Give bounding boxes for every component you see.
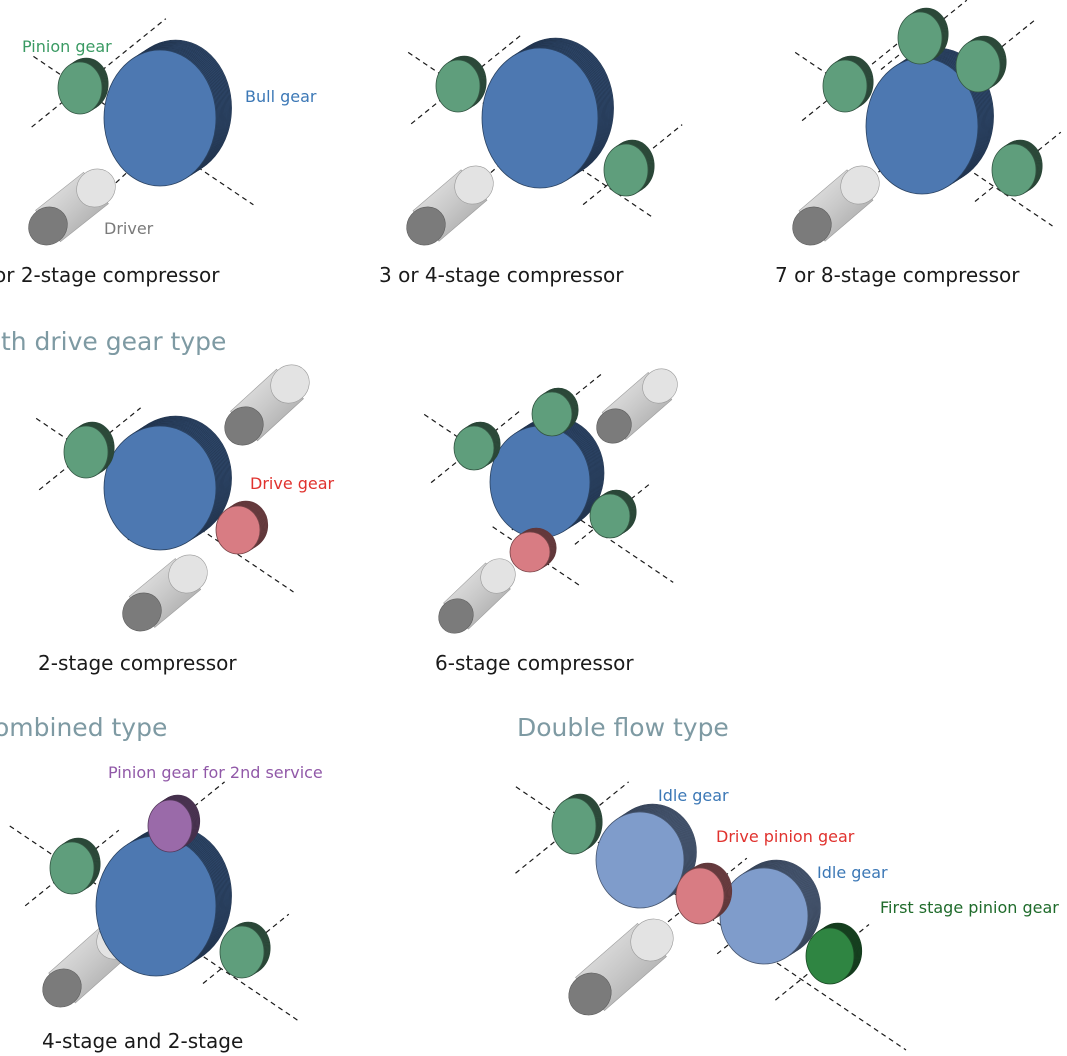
caption-3-4-stage: 3 or 4-stage compressor <box>379 263 624 287</box>
driver-cylinder-p3 <box>792 165 880 246</box>
shaft-line-p1-pinion <box>31 18 167 128</box>
section-title-combined: ombined type <box>0 713 167 742</box>
pinion-gear-p5-a <box>453 421 501 471</box>
label-pinion-gear-2nd-service: Pinion gear for 2nd service <box>108 763 323 782</box>
first-stage-pinion-gear-p7 <box>805 922 863 985</box>
caption-2-stage: 2-stage compressor <box>38 651 237 675</box>
idle-gear-p7-b <box>719 859 821 965</box>
label-first-stage-pinion-gear: First stage pinion gear <box>880 898 1059 917</box>
bull-gear-p1 <box>103 39 232 187</box>
pinion-gear-p6-b <box>219 921 271 979</box>
idle-gear-p7-a <box>595 803 697 909</box>
pinion-gear-p6-a <box>49 837 101 895</box>
driver-cylinder-p4-bottom <box>122 554 208 632</box>
driver-cylinder-p5-top <box>596 368 678 444</box>
caption-7-8-stage: 7 or 8-stage compressor <box>775 263 1020 287</box>
label-driver: Driver <box>104 219 154 238</box>
pinion-gear-p5-b <box>531 387 579 437</box>
section-title-double-flow: Double flow type <box>517 713 729 742</box>
drive-gear-p5 <box>509 527 557 573</box>
label-pinion-gear: Pinion gear <box>22 37 112 56</box>
driver-cylinder-p7 <box>568 918 674 1016</box>
caption-1-2-stage: or 2-stage compressor <box>0 263 220 287</box>
pinion-gear-p2-b <box>603 139 655 197</box>
caption-6-stage: 6-stage compressor <box>435 651 634 675</box>
bull-gear-p4 <box>103 415 232 551</box>
caption-4-and-2-stage: 4-stage and 2-stage <box>42 1029 243 1053</box>
label-drive-pinion-gear: Drive pinion gear <box>716 827 855 846</box>
bull-gear-p2 <box>481 37 614 189</box>
section-title-drive-gear: ith drive gear type <box>0 327 226 356</box>
label-bull-gear: Bull gear <box>245 87 317 106</box>
driver-cylinder-p4-top <box>224 364 310 446</box>
label-drive-gear: Drive gear <box>250 474 335 493</box>
pinion-gear-p5-c <box>589 489 637 539</box>
bull-gear-p6 <box>95 825 232 977</box>
label-idle-gear-1: Idle gear <box>658 786 729 805</box>
pinion-gear-p3-d <box>991 139 1043 197</box>
drive-pinion-gear-p7 <box>675 862 733 925</box>
drive-gear-p4 <box>215 500 269 555</box>
pinion-gear-p1 <box>57 57 109 115</box>
pinion-gear-p6-2nd-service <box>147 794 201 853</box>
pinion-gear-p3-c <box>955 35 1007 93</box>
driver-cylinder-p5-bottom <box>438 558 516 634</box>
pinion-gear-p3-b <box>897 7 949 65</box>
shaft-line-p6-pinion-a <box>24 829 120 907</box>
label-idle-gear-2: Idle gear <box>817 863 888 882</box>
pinion-gear-p3-a <box>822 55 874 113</box>
bull-gear-p5 <box>489 416 605 539</box>
pinion-gear-p7 <box>551 793 603 855</box>
driver-cylinder-p1 <box>28 168 116 246</box>
pinion-gear-p2-a <box>435 55 487 113</box>
driver-cylinder-p2 <box>406 165 494 246</box>
pinion-gear-p4 <box>63 421 115 479</box>
